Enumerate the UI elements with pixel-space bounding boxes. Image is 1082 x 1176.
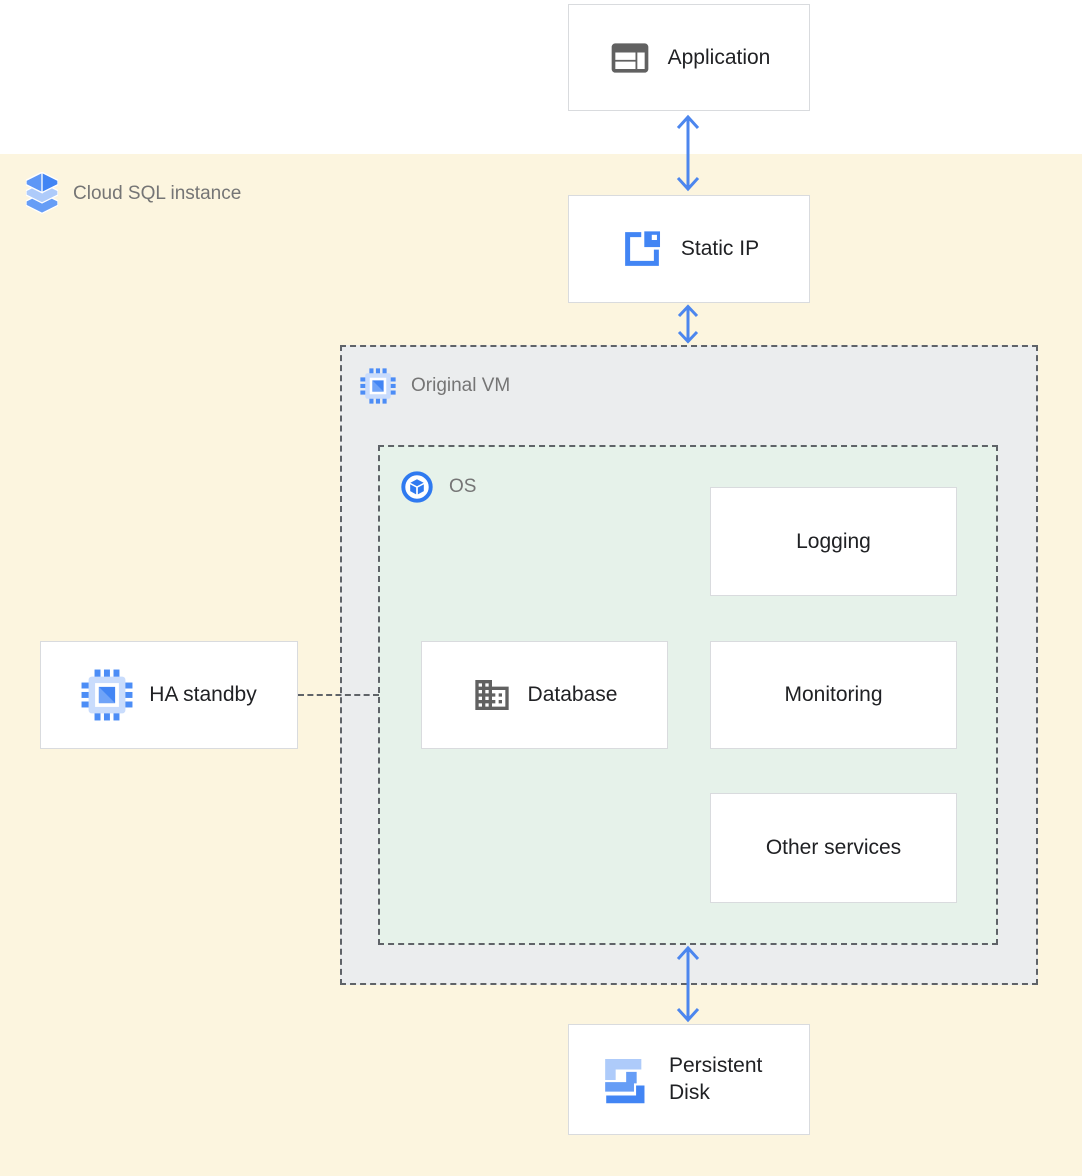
node-label: Other services xyxy=(765,836,902,859)
node-label: Logging xyxy=(796,529,871,553)
web-app-icon xyxy=(608,36,652,80)
os-label: OS xyxy=(400,470,476,504)
database-node: Database xyxy=(421,641,668,749)
node-label: Monitoring xyxy=(784,683,883,706)
monitoring-node: Monitoring xyxy=(710,641,957,749)
double-arrow-staticip-vm xyxy=(674,303,702,345)
static-ip-icon xyxy=(619,226,665,272)
double-arrow-application-staticip xyxy=(674,112,702,194)
double-arrow-os-disk xyxy=(674,944,702,1024)
cloud-sql-stack-icon xyxy=(26,172,58,216)
node-label: Application xyxy=(667,45,771,69)
static-ip-node: Static IP xyxy=(568,195,810,303)
node-label: Persistent Disk xyxy=(669,1053,763,1104)
vm-chip-icon xyxy=(81,669,133,721)
cloud-sql-instance-label: Cloud SQL instance xyxy=(26,172,241,216)
zone-label-text: OS xyxy=(449,476,477,497)
database-building-icon xyxy=(472,675,512,715)
node-label: HA standby xyxy=(149,683,257,706)
zone-label-text: Cloud SQL instance xyxy=(73,183,242,204)
os-circle-icon xyxy=(400,470,434,504)
dashed-connector-ha-vm xyxy=(298,694,379,696)
original-vm-label: Original VM xyxy=(360,368,510,404)
ha-standby-node: HA standby xyxy=(40,641,298,749)
other-services-node: Other services xyxy=(710,793,957,903)
persistent-disk-icon xyxy=(597,1052,653,1108)
application-node: Application xyxy=(568,4,810,111)
vm-chip-icon xyxy=(360,368,396,404)
node-label: Database xyxy=(527,683,618,706)
zone-label-text: Original VM xyxy=(411,375,511,396)
node-label: Static IP xyxy=(680,237,760,260)
persistent-disk-node: Persistent Disk xyxy=(568,1024,810,1135)
logging-node: Logging xyxy=(710,487,957,596)
